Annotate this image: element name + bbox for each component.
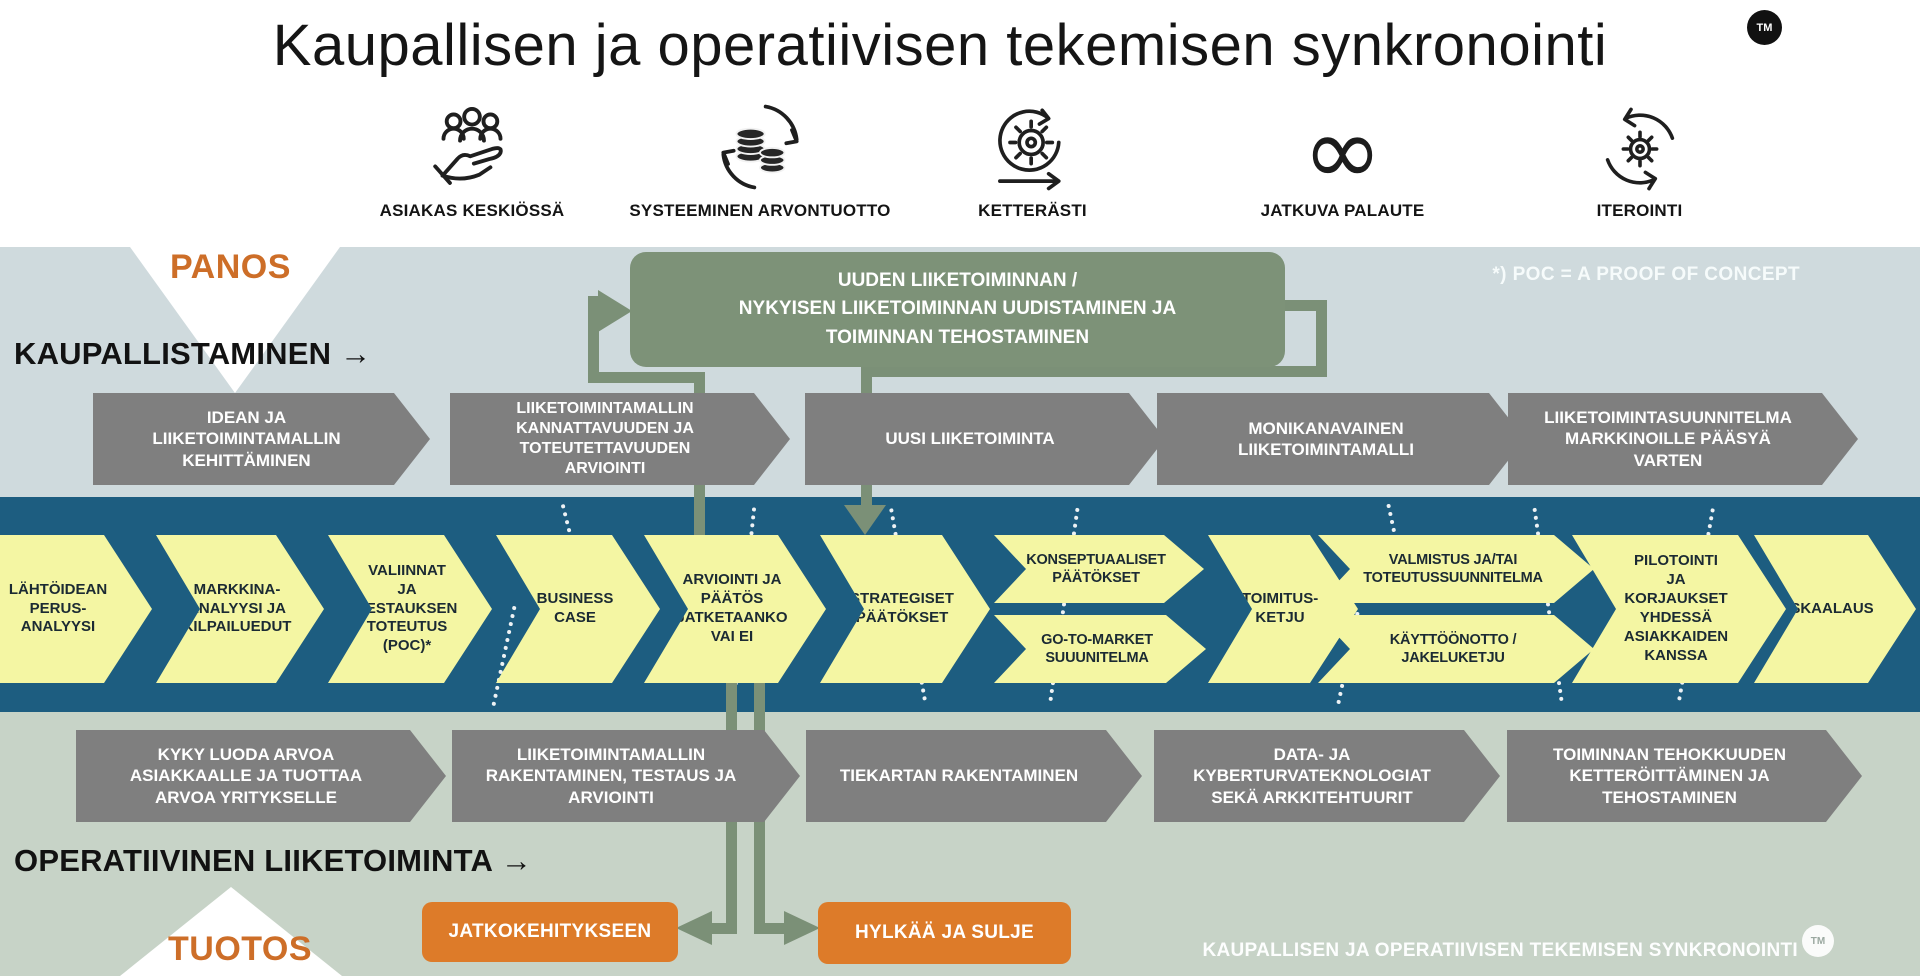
commercial-step: MONIKANAVAINEN LIIKETOIMINTAMALLI [1157,393,1525,485]
process-step: GO-TO-MARKET SUUUNITELMA [994,615,1206,683]
business-renewal-goal-box: UUDEN LIIKETOIMINNAN / NYKYISEN LIIKETOI… [630,252,1285,367]
operational-step: TOIMINNAN TEHOKKUUDEN KETTERÖITTÄMINEN J… [1507,730,1862,822]
process-step: VALMISTUS JA/TAI TOTEUTUSSUUNNITELMA [1318,535,1594,603]
operational-section-label: OPERATIIVINEN LIIKETOIMINTA → [14,843,532,878]
process-step: KONSEPTUAALISET PÄÄTÖKSET [994,535,1204,603]
footer-title: KAUPALLISEN JA OPERATIIVISEN TEKEMISEN S… [1202,940,1798,961]
commercial-step: LIIKETOIMINTASUUNNITELMA MARKKINOILLE PÄ… [1508,393,1858,485]
customer-centric-icon [426,96,518,194]
principle-label: JATKUVA PALAUTE [1260,201,1425,220]
commercial-step: LIIKETOIMINTAMALLIN KANNATTAVUUDEN JA TO… [450,393,790,485]
agile-icon [987,96,1079,194]
operational-step: KYKY LUODA ARVOA ASIAKKAALLE JA TUOTTAA … [76,730,446,822]
decision-line [754,923,784,934]
principle-label: KETTERÄSTI [978,201,1087,220]
process-step: KÄYTTÖÖNOTTO / JAKELUKETJU [1318,615,1594,683]
principle-label: ITEROINTI [1596,201,1683,220]
commercial-step: IDEAN JA LIIKETOIMINTAMALLIN KEHITTÄMINE… [93,393,430,485]
arrowhead-into-reject-button [784,911,820,945]
principle-label: SYSTEEMINEN ARVONTUOTTO [629,201,891,220]
arrowhead-into-continue-button [676,911,712,945]
iteration-icon [1595,96,1685,194]
continuous-feedback-icon: ∞ [1302,95,1383,207]
poc-footnote: *) POC = A PROOF OF CONCEPT [1492,264,1800,285]
principle-label: ASIAKAS KESKIÖSSÄ [379,201,565,220]
operational-step: TIEKARTAN RAKENTAMINEN [806,730,1142,822]
footer-trademark-icon: TM [1802,925,1834,957]
principle-continuous-feedback: ∞ JATKUVA PALAUTE [1215,96,1470,221]
principle-iteration: ITEROINTI [1532,96,1747,221]
systemic-value-creation-icon [713,96,807,194]
input-label: PANOS [170,248,291,286]
commercial-section-label: KAUPALLISTAMINEN → [14,336,372,371]
page-title: Kaupallisen ja operatiivisen tekemisen s… [272,13,1608,78]
loop-line [588,372,705,383]
principle-customer-centric: ASIAKAS KESKIÖSSÄ [352,96,592,221]
commercial-step: UUSI LIIKETOIMINTA [805,393,1165,485]
arrowhead-into-goal-box [598,290,632,332]
trademark-icon: TM [1747,10,1782,45]
reject-and-close-button[interactable]: HYLKÄÄ JA SULJE [818,902,1071,964]
decision-line [712,923,737,934]
loop-line [1283,300,1327,311]
principle-systemic-value: SYSTEEMINEN ARVONTUOTTO [600,96,920,221]
loop-line [1316,300,1327,377]
principle-agile: KETTERÄSTI [930,96,1135,221]
continue-development-button[interactable]: JATKOKEHITYKSEEN [422,902,678,962]
operational-step: LIIKETOIMINTAMALLIN RAKENTAMINEN, TESTAU… [452,730,800,822]
arrowhead-into-strategic-decisions [844,505,886,535]
loop-line [588,296,599,383]
output-label: TUOTOS [168,930,313,968]
loop-line [866,366,1327,377]
operational-step: DATA- JA KYBERTURVATEKNOLOGIAT SEKÄ ARKK… [1154,730,1500,822]
